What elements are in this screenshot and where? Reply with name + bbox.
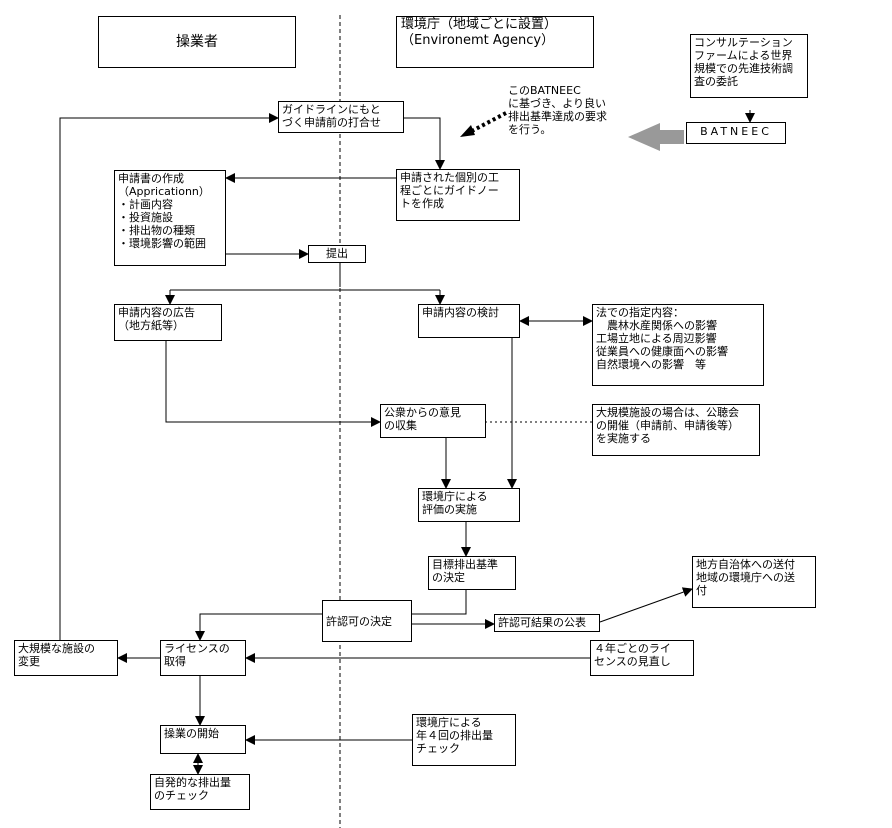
application-box: 申請書の作成 （Appricationn） ・計画内容 ・投資施設 ・排出物の種… [114, 170, 226, 266]
header-agency: 環境庁（地域ごとに設置） （Environemt Agency） [396, 16, 594, 68]
operation-start-box: 操業の開始 [160, 725, 246, 754]
legal-box: 法での指定内容： 農林水産関係への影響 工場立地による周辺影響 従業員への健康面… [592, 304, 764, 386]
quarterly-check-box: 環境庁による 年４回の排出量 チェック [412, 714, 516, 766]
arrow-approval-license [195, 613, 322, 641]
evaluation-box: 環境庁による 評価の実施 [418, 488, 520, 522]
review-box: 申請内容の検討 [418, 304, 520, 338]
arrow-guideline-guidenote [404, 117, 445, 170]
batneec-note: このBATNEEC に基づき、より良い 排出基準達成の要求 を行う。 [508, 84, 607, 136]
self-check-box: 自発的な排出量 のチェック [150, 774, 250, 810]
line-target-approval [412, 590, 467, 615]
arrow-batneec-note-head [460, 125, 475, 137]
gray-arrow [628, 123, 684, 151]
header-operator: 操業者 [98, 16, 296, 68]
hearing-box: 大規模施設の場合は、公聴会 の開催（申請前、申請後等） を実施する [592, 404, 760, 456]
consultation-box: コンサルテーション ファームによる世界 規模での先進技術調 査の委託 [690, 34, 808, 98]
large-change-box: 大規模な施設の 変更 [14, 640, 118, 676]
arrow-batneec-note [469, 111, 507, 134]
license-review-box: ４年ごとのライ センスの見直し [590, 640, 694, 676]
opinion-box: 公衆からの意見 の収集 [380, 404, 486, 438]
guideline-meeting-box: ガイドラインにもと づく申請前の打合せ [278, 101, 404, 133]
guide-note-box: 申請された個別の工 程ごとにガイドノー トを作成 [396, 169, 520, 221]
arrow-change-guideline [59, 113, 279, 640]
target-box: 目標排出基準 の決定 [428, 556, 516, 590]
arrow-publish-send [599, 587, 693, 623]
send-box: 地方自治体への送付 地域の環境庁への送 付 [692, 556, 816, 608]
advert-box: 申請内容の広告 （地方紙等） [114, 304, 222, 341]
publish-box: 許認可結果の公表 [494, 614, 600, 632]
arrow-advert-opinion [165, 341, 381, 427]
batneec-box: BATNEEC [686, 122, 786, 144]
approval-box: 許認可の決定 [322, 600, 412, 642]
submit-box: 提出 [308, 245, 366, 263]
license-box: ライセンスの 取得 [160, 640, 246, 676]
